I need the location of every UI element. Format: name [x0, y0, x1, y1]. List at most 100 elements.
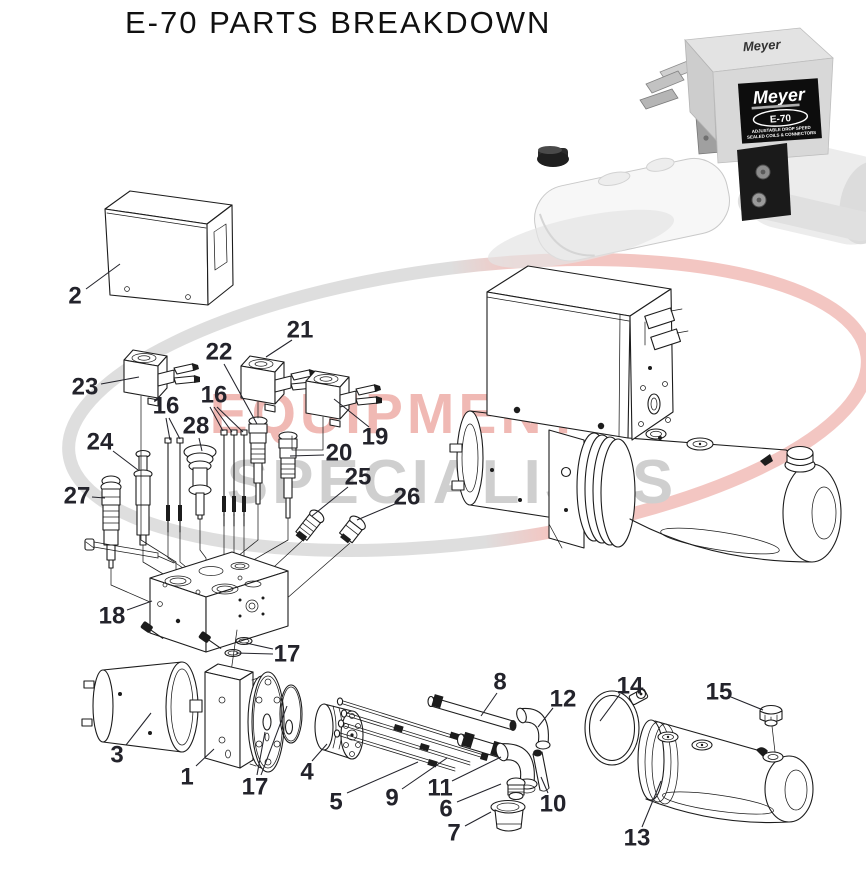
part-23-coil [123, 349, 200, 407]
callout-number-22: 22 [206, 339, 233, 366]
callout-leader-line [451, 756, 502, 782]
photo-fill-cap [537, 146, 569, 167]
callout-number-21: 21 [287, 317, 314, 344]
part-15-fill-cap [759, 704, 783, 753]
part-1-pump [204, 663, 285, 773]
callout-number-19: 19 [362, 424, 389, 451]
page-title: E-70 PARTS BREAKDOWN [125, 5, 552, 40]
callout-number-20: 20 [326, 440, 353, 467]
callout-leader-line [235, 652, 274, 655]
callout-number-4: 4 [300, 759, 314, 786]
callout-number-27: 27 [64, 483, 91, 510]
callout-leader-line [213, 406, 233, 433]
callout-number-2: 2 [68, 283, 81, 310]
callout-leader-line [195, 748, 215, 767]
part-28-valve-cartridge [183, 444, 217, 520]
callout-leader-line [165, 417, 171, 441]
callout-leader-line [289, 454, 325, 457]
callout-leader-line [641, 780, 662, 828]
photo-brand-label: Meyer [752, 84, 806, 108]
part-14-clamp [584, 688, 649, 766]
part-4-gear-set [314, 703, 364, 760]
part-8-tube [427, 694, 517, 731]
callout-number-7: 7 [447, 820, 460, 847]
callout-number-5: 5 [329, 789, 342, 816]
callout-number-8: 8 [493, 669, 506, 696]
callout-number-17: 17 [242, 774, 269, 801]
part-10-tube [532, 749, 550, 792]
product-photo: Meyer Meyer E-70 ADJUSTABLE DROP SPEED S… [487, 27, 866, 269]
callout-leader-line [311, 486, 349, 517]
callout-number-16: 16 [153, 393, 180, 420]
callout-leader-line [198, 437, 203, 452]
callout-number-1: 1 [180, 764, 193, 791]
callout-leader-line [223, 363, 258, 425]
part-17-seals [279, 684, 303, 744]
callout-leader-line [209, 406, 224, 432]
callout-number-9: 9 [385, 785, 398, 812]
callout-number-15: 15 [706, 679, 733, 706]
leader-lines [85, 263, 764, 828]
callout-leader-line [480, 692, 498, 717]
callout-number-16: 16 [201, 382, 228, 409]
callout-leader-line [456, 783, 502, 803]
part-13-tank [637, 719, 814, 824]
part-19-coil [305, 370, 382, 428]
callout-leader-line [260, 705, 288, 776]
callout-number-26: 26 [394, 484, 421, 511]
parts-5-9-bolts [333, 697, 489, 772]
callout-leader-line [91, 496, 106, 499]
part-6-fitting [506, 777, 526, 801]
part-20-valve-cartridge [278, 431, 298, 519]
callout-number-6: 6 [439, 796, 452, 823]
photo-brand-top: Meyer [742, 37, 781, 55]
callout-leader-line [333, 398, 370, 428]
part-12-elbow [516, 707, 551, 750]
part-24-valve-cartridge [133, 449, 153, 546]
callout-leader-line [599, 693, 621, 722]
callout-number-23: 23 [72, 374, 99, 401]
callout-leader-line [356, 503, 396, 521]
callout-leader-line [168, 417, 181, 440]
assembled-unit-drawing [449, 265, 842, 563]
callout-leader-line [125, 712, 152, 746]
part-22-valve-cartridge [248, 416, 268, 505]
part-7-strainer [490, 799, 526, 832]
part-11-elbow [495, 742, 538, 794]
part-3-motor [81, 661, 203, 753]
photo-mounting-bracket [737, 143, 791, 221]
photo-tagline-1: ADJUSTABLE DROP SPEED [752, 125, 811, 134]
callout-number-14: 14 [617, 673, 644, 700]
callout-number-18: 18 [99, 603, 126, 630]
part-16-pins [164, 429, 248, 533]
callout-number-17: 17 [274, 641, 301, 668]
callout-leader-line [245, 642, 274, 650]
part-27-valve-cartridge [100, 475, 122, 569]
callout-leader-line [730, 696, 764, 711]
callout-leader-line [311, 743, 328, 762]
callout-number-25: 25 [345, 464, 372, 491]
photo-reservoir [487, 157, 730, 269]
callout-number-11: 11 [427, 775, 452, 802]
callout-leader-line [112, 450, 139, 471]
callout-leader-line [537, 707, 554, 728]
callout-leader-line [85, 263, 121, 290]
callout-leader-line [464, 811, 492, 827]
assembled-unit-connectors [644, 307, 689, 351]
photo-tagline-2: SEALED COILS & CONNECTORS [747, 130, 816, 140]
photo-model: E-70 [770, 113, 792, 125]
callout-number-10: 10 [540, 791, 567, 818]
callout-leader-line [401, 757, 448, 790]
part-21-coil [240, 355, 317, 413]
part-26-plug [338, 515, 366, 544]
part-25-plug [295, 509, 325, 542]
callout-leader-line [100, 376, 140, 385]
callout-number-13: 13 [624, 825, 651, 852]
watermark-swoosh [62, 253, 866, 557]
callout-number-24: 24 [87, 429, 114, 456]
callout-number-12: 12 [550, 686, 577, 713]
callout-leader-line [346, 761, 419, 794]
callout-number-3: 3 [110, 742, 123, 769]
